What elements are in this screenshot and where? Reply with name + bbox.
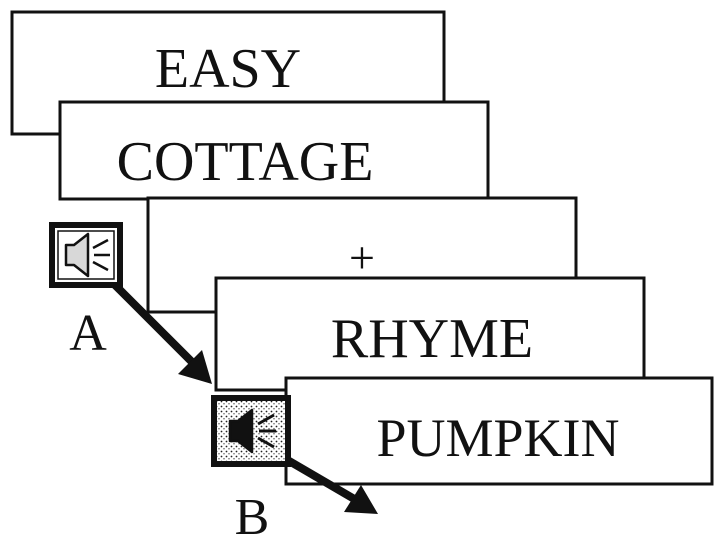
screen-word-fixation: + bbox=[349, 232, 375, 283]
arrow-b-shaft bbox=[281, 454, 359, 504]
screen-card-cottage: COTTAGE bbox=[58, 100, 490, 201]
screen-word-easy: EASY bbox=[155, 38, 301, 100]
arrow-a-shaft bbox=[109, 279, 197, 367]
speaker-icon bbox=[64, 232, 110, 278]
speaker-a bbox=[49, 222, 123, 288]
arrow-b-head bbox=[344, 485, 378, 514]
screen-word-rhyme: RHYME bbox=[331, 308, 533, 370]
arrow-a bbox=[109, 279, 212, 384]
screen-card-cottage-frame bbox=[58, 100, 490, 201]
marker-label-a: A bbox=[69, 305, 107, 362]
screen-word-pumpkin: PUMPKIN bbox=[376, 408, 619, 468]
screen-card-pumpkin: PUMPKIN bbox=[284, 376, 714, 486]
screen-word-cottage: COTTAGE bbox=[117, 131, 374, 193]
marker-label-b: B bbox=[235, 489, 270, 546]
screen-card-pumpkin-frame bbox=[284, 376, 714, 486]
screen-card-rhyme: RHYME bbox=[214, 276, 646, 392]
screen-card-rhyme-frame bbox=[214, 276, 646, 392]
speaker-b bbox=[211, 395, 291, 467]
speaker-icon bbox=[228, 408, 276, 454]
arrow-b bbox=[281, 454, 378, 514]
arrow-a-head bbox=[178, 350, 212, 384]
